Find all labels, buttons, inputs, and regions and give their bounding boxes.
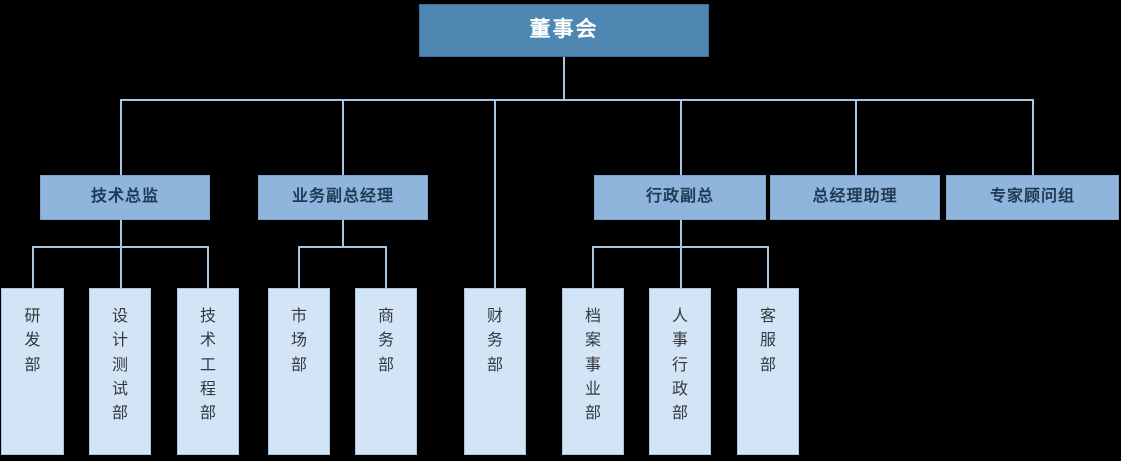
connector-biz-child-1 xyxy=(298,246,300,289)
node-label: 技术总监 xyxy=(90,188,159,206)
node-label: 行政副总 xyxy=(645,188,714,206)
node-business-dept[interactable]: 商务部 xyxy=(355,288,417,455)
node-label: 客服部 xyxy=(759,308,776,374)
node-label: 市场部 xyxy=(290,308,307,374)
connector-drop-admin xyxy=(680,99,682,175)
node-expert-advisory[interactable]: 专家顾问组 xyxy=(946,175,1119,220)
node-tech-eng-dept[interactable]: 技术工程部 xyxy=(177,288,239,455)
connector-drop-expert xyxy=(1032,99,1034,175)
node-admin-vp[interactable]: 行政副总 xyxy=(594,175,766,220)
connector-biz-bus xyxy=(298,246,387,248)
connector-main-bus xyxy=(120,99,1034,101)
node-hr-admin-dept[interactable]: 人事行政部 xyxy=(649,288,711,455)
connector-tech-child-1 xyxy=(32,246,34,289)
node-archive-dept[interactable]: 档案事业部 xyxy=(562,288,624,455)
connector-drop-gma xyxy=(855,99,857,175)
connector-admin-child-2 xyxy=(680,246,682,289)
node-label: 董事会 xyxy=(529,18,599,42)
node-design-qa-dept[interactable]: 设计测试部 xyxy=(89,288,151,455)
node-finance-dept[interactable]: 财务部 xyxy=(464,288,526,455)
node-label: 业务副总经理 xyxy=(291,188,394,206)
node-rd-dept[interactable]: 研发部 xyxy=(1,288,64,455)
connector-drop-finance xyxy=(494,99,496,289)
node-biz-vp[interactable]: 业务副总经理 xyxy=(258,175,428,220)
connector-drop-biz xyxy=(342,99,344,175)
node-label: 总经理助理 xyxy=(812,188,898,206)
node-label: 财务部 xyxy=(486,308,503,374)
connector-tech-child-2 xyxy=(120,246,122,289)
node-label: 技术工程部 xyxy=(199,308,216,423)
connector-tech-stem xyxy=(120,220,122,247)
node-label: 商务部 xyxy=(377,308,394,374)
node-market-dept[interactable]: 市场部 xyxy=(268,288,330,455)
connector-admin-stem xyxy=(680,220,682,247)
node-label: 设计测试部 xyxy=(111,308,128,423)
node-label: 研发部 xyxy=(24,308,41,374)
node-label: 专家顾问组 xyxy=(989,188,1075,206)
node-label: 档案事业部 xyxy=(584,308,601,423)
node-service-dept[interactable]: 客服部 xyxy=(737,288,799,455)
connector-drop-tech xyxy=(120,99,122,175)
connector-biz-child-2 xyxy=(385,246,387,289)
connector-admin-child-3 xyxy=(767,246,769,289)
connector-admin-child-1 xyxy=(592,246,594,289)
connector-biz-stem xyxy=(342,220,344,247)
connector-root-stem xyxy=(563,57,565,100)
node-label: 人事行政部 xyxy=(671,308,688,423)
connector-tech-child-3 xyxy=(207,246,209,289)
node-gm-assistant[interactable]: 总经理助理 xyxy=(770,175,940,220)
node-tech-director[interactable]: 技术总监 xyxy=(40,175,210,220)
node-board-of-directors[interactable]: 董事会 xyxy=(419,4,709,57)
